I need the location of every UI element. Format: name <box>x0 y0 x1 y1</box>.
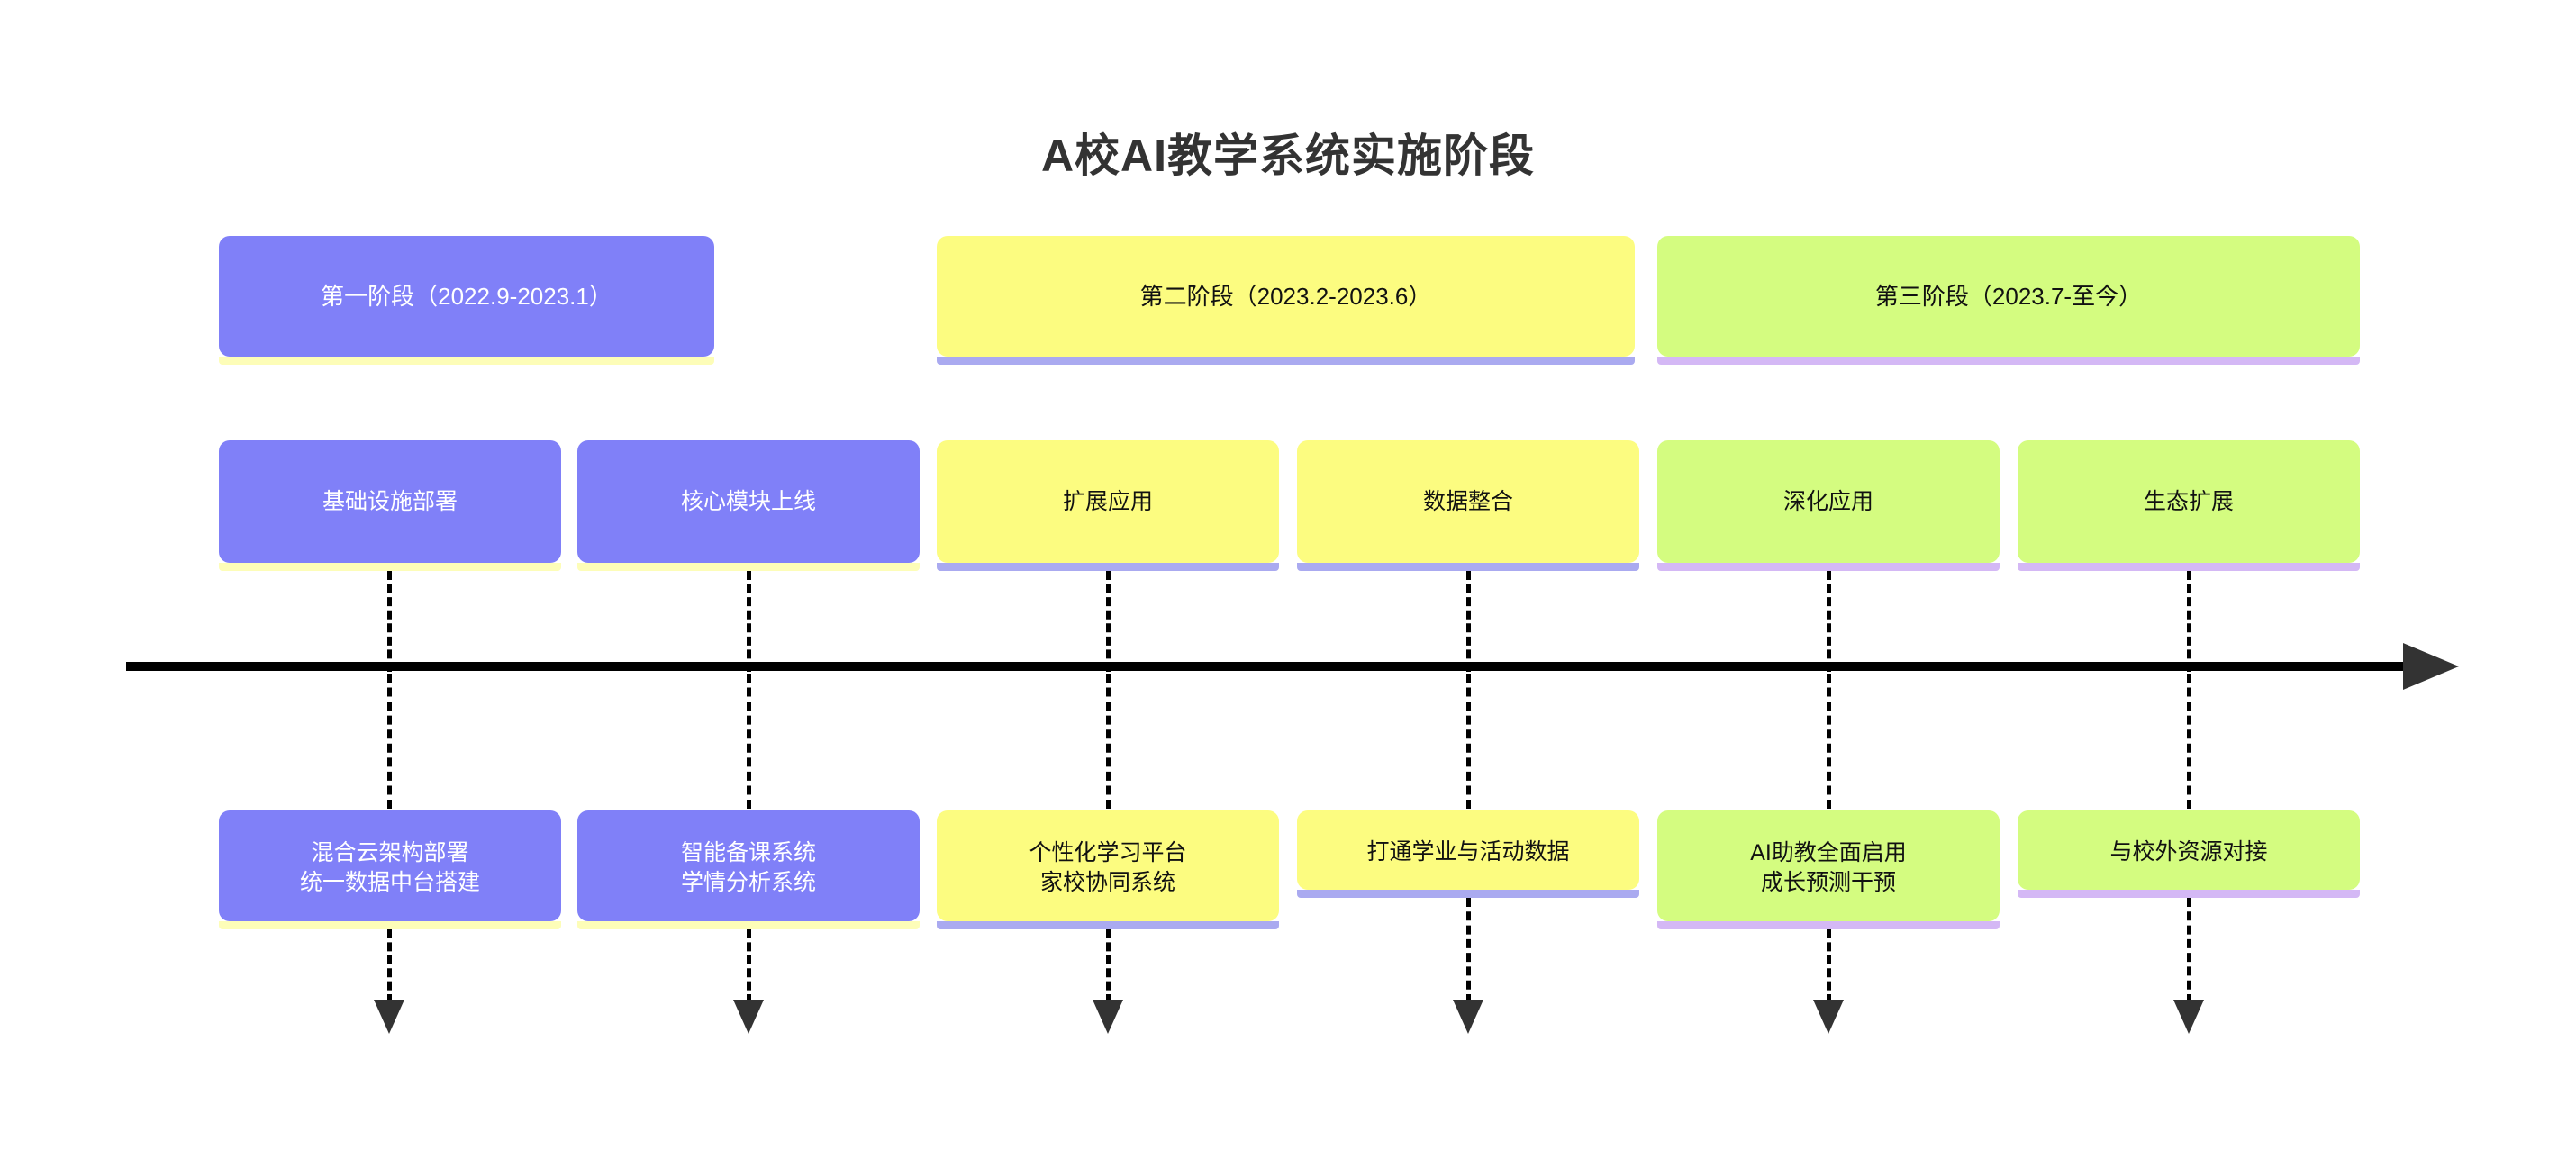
detail-line-1: 智能备课系统 <box>680 839 816 865</box>
connector-milestone-3 <box>1106 571 1111 672</box>
phase-shadow-3 <box>1657 357 2360 365</box>
phase-label: 第三阶段（2023.7-至今） <box>1874 282 2143 310</box>
milestone-shadow-1 <box>219 563 561 571</box>
timeline-axis <box>126 662 2405 671</box>
milestone-label: 生态扩展 <box>2143 488 2234 514</box>
arrow-down-icon-5 <box>1813 1000 1844 1034</box>
detail-shadow-1 <box>219 921 561 929</box>
phase-label: 第一阶段（2022.9-2023.1） <box>321 282 612 310</box>
milestone-box-1[interactable]: 基础设施部署 <box>219 440 561 563</box>
connector-milestone-4 <box>1466 571 1471 672</box>
connector-detail-2 <box>747 674 751 809</box>
connector-bottom-3 <box>1106 929 1111 1003</box>
connector-detail-5 <box>1827 674 1831 809</box>
connector-bottom-1 <box>387 929 392 1003</box>
milestone-label: 扩展应用 <box>1062 488 1153 514</box>
detail-box-6[interactable]: 与校外资源对接 <box>2018 810 2360 890</box>
milestone-shadow-3 <box>937 563 1279 571</box>
detail-line-2: 统一数据中台搭建 <box>299 869 480 895</box>
milestone-shadow-2 <box>577 563 920 571</box>
arrow-down-icon-2 <box>733 1000 764 1034</box>
connector-bottom-4 <box>1466 898 1471 1003</box>
arrow-down-icon-1 <box>374 1000 404 1034</box>
connector-bottom-5 <box>1827 929 1831 1003</box>
arrow-down-icon-3 <box>1093 1000 1123 1034</box>
detail-line-2: 学情分析系统 <box>680 869 816 895</box>
connector-milestone-1 <box>387 571 392 672</box>
detail-line-2: 家校协同系统 <box>1039 869 1175 895</box>
phase-header-3[interactable]: 第三阶段（2023.7-至今） <box>1657 236 2360 357</box>
milestone-shadow-6 <box>2018 563 2360 571</box>
milestone-label: 数据整合 <box>1422 488 1513 514</box>
milestone-shadow-5 <box>1657 563 2000 571</box>
detail-box-3[interactable]: 个性化学习平台 家校协同系统 <box>937 810 1279 921</box>
connector-detail-3 <box>1106 674 1111 809</box>
detail-box-5[interactable]: AI助教全面启用 成长预测干预 <box>1657 810 2000 921</box>
page-title: A校AI教学系统实施阶段 <box>1040 131 1536 181</box>
milestone-box-6[interactable]: 生态扩展 <box>2018 440 2360 563</box>
connector-detail-1 <box>387 674 392 809</box>
milestone-box-2[interactable]: 核心模块上线 <box>577 440 920 563</box>
detail-shadow-3 <box>937 921 1279 929</box>
detail-line-2: 成长预测干预 <box>1760 869 1896 895</box>
connector-detail-6 <box>2187 674 2191 809</box>
detail-box-1[interactable]: 混合云架构部署 统一数据中台搭建 <box>219 810 561 921</box>
milestone-label: 基础设施部署 <box>322 488 458 514</box>
detail-line-1: 与校外资源对接 <box>2109 838 2268 865</box>
phase-shadow-1 <box>219 357 714 365</box>
phase-shadow-2 <box>937 357 1635 365</box>
detail-shadow-6 <box>2018 890 2360 898</box>
detail-box-4[interactable]: 打通学业与活动数据 <box>1297 810 1639 890</box>
connector-bottom-6 <box>2187 898 2191 1003</box>
timeline-arrow-head-icon <box>2403 643 2459 690</box>
detail-line-1: AI助教全面启用 <box>1750 839 1907 865</box>
detail-line-1: 打通学业与活动数据 <box>1366 838 1570 865</box>
connector-milestone-6 <box>2187 571 2191 672</box>
connector-bottom-2 <box>747 929 751 1003</box>
detail-shadow-4 <box>1297 890 1639 898</box>
detail-box-2[interactable]: 智能备课系统 学情分析系统 <box>577 810 920 921</box>
milestone-shadow-4 <box>1297 563 1639 571</box>
detail-shadow-5 <box>1657 921 2000 929</box>
connector-milestone-5 <box>1827 571 1831 672</box>
milestone-box-5[interactable]: 深化应用 <box>1657 440 2000 563</box>
arrow-down-icon-6 <box>2173 1000 2204 1034</box>
connector-detail-4 <box>1466 674 1471 809</box>
detail-shadow-2 <box>577 921 920 929</box>
milestone-label: 深化应用 <box>1782 488 1873 514</box>
arrow-down-icon-4 <box>1453 1000 1483 1034</box>
phase-header-1[interactable]: 第一阶段（2022.9-2023.1） <box>219 236 714 357</box>
connector-milestone-2 <box>747 571 751 672</box>
phase-header-2[interactable]: 第二阶段（2023.2-2023.6） <box>937 236 1635 357</box>
detail-line-1: 混合云架构部署 <box>311 839 469 865</box>
phase-label: 第二阶段（2023.2-2023.6） <box>1139 282 1432 310</box>
detail-line-1: 个性化学习平台 <box>1029 839 1187 865</box>
milestone-label: 核心模块上线 <box>680 488 816 514</box>
milestone-box-4[interactable]: 数据整合 <box>1297 440 1639 563</box>
milestone-box-3[interactable]: 扩展应用 <box>937 440 1279 563</box>
